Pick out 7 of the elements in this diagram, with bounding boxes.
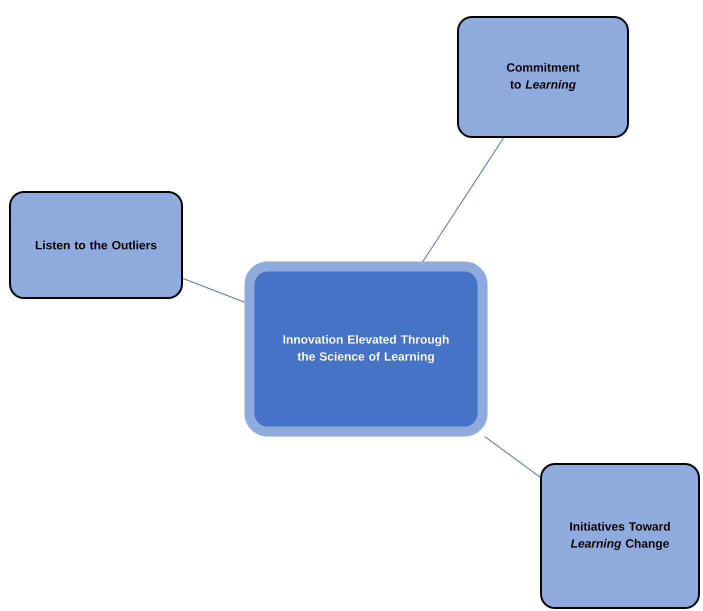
central-topic-box: Innovation Elevated Through the Science of Learning bbox=[244, 262, 488, 436]
connector-line bbox=[422, 138, 504, 262]
topic-box: Commitment to Learning bbox=[457, 16, 629, 138]
connector-line bbox=[484, 436, 540, 478]
topic-box: Initiatives Toward Learning Change bbox=[540, 463, 700, 609]
topic-box: Listen to the Outliers bbox=[9, 191, 183, 299]
connector-line bbox=[182, 278, 245, 303]
